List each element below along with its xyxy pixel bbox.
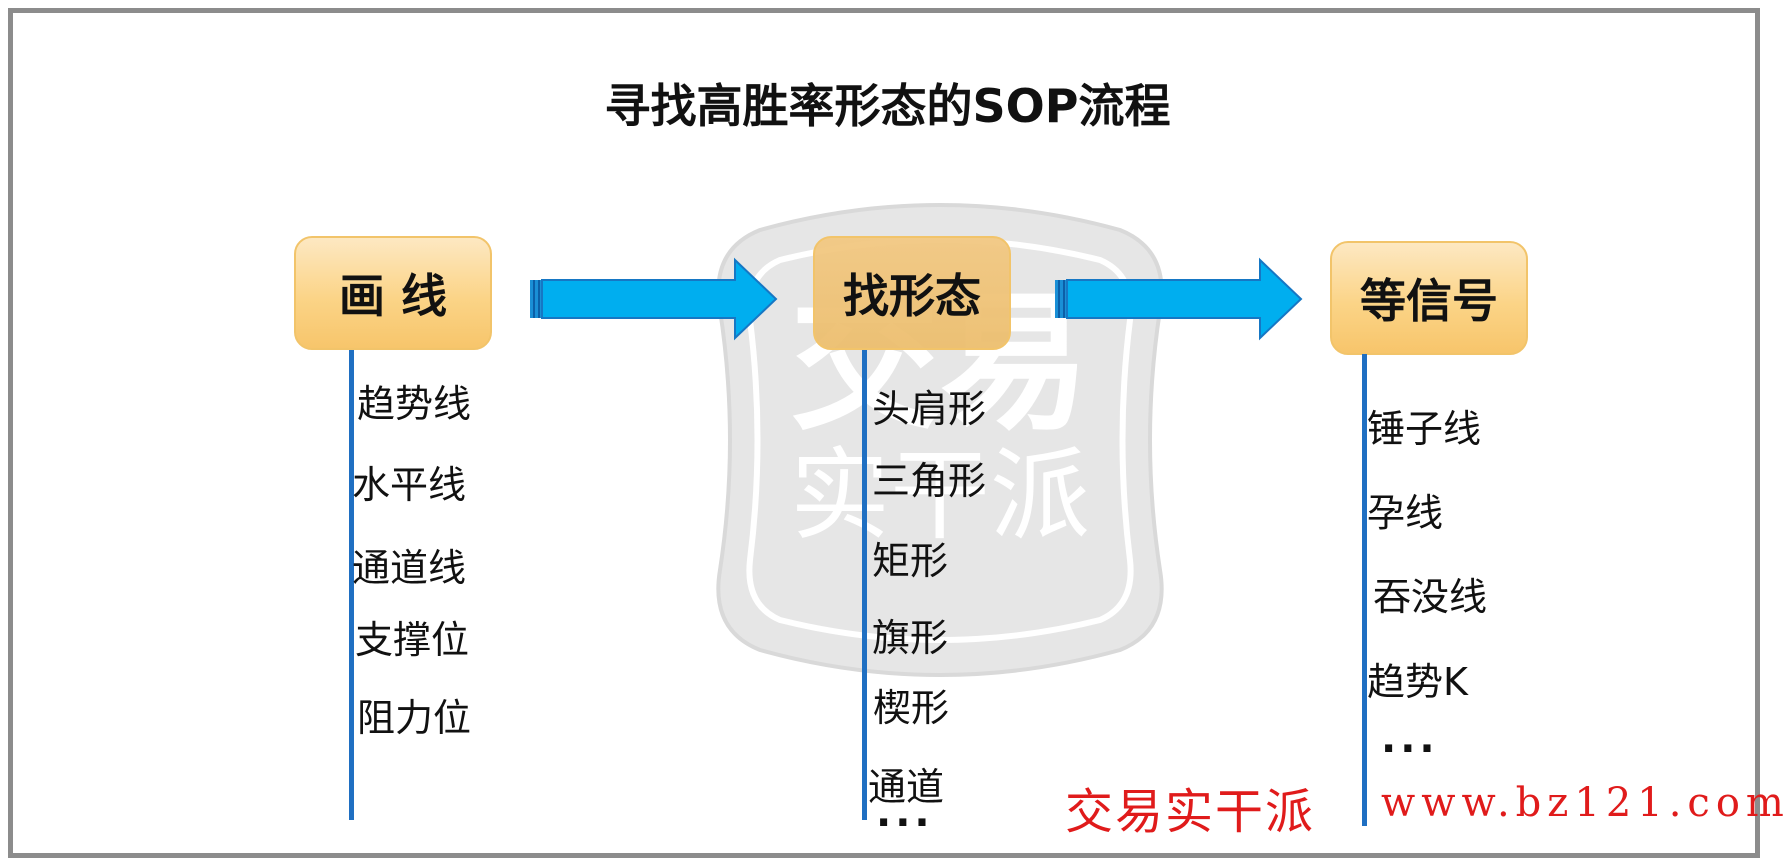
step-3-line <box>1362 354 1367 826</box>
brand-url: www.bz121.com <box>1381 780 1790 826</box>
step-1-line <box>349 350 354 820</box>
step-2-item: 楔形 <box>873 686 950 730</box>
step-box-wait-signal: 等信号 <box>1330 241 1528 355</box>
step-1-item: 趋势线 <box>357 382 472 426</box>
step-2-item: 三角形 <box>872 459 987 503</box>
step-2-ellipsis: ··· <box>876 800 934 846</box>
step-3-ellipsis: ··· <box>1381 726 1439 772</box>
step-2-line <box>862 350 867 820</box>
step-3-item: 孕线 <box>1367 491 1444 535</box>
arrow-right-icon <box>1055 257 1303 341</box>
step-1-item: 阻力位 <box>357 696 472 740</box>
arrow-right-icon <box>530 257 778 341</box>
step-2-item: 矩形 <box>872 539 949 583</box>
brand-name: 交易实干派 <box>1065 784 1316 840</box>
step-1-item: 通道线 <box>352 546 467 590</box>
step-1-item: 水平线 <box>352 463 467 507</box>
step-1-item: 支撑位 <box>355 618 470 662</box>
step-3-item: 锤子线 <box>1367 407 1482 451</box>
step-box-find-patterns: 找形态 <box>813 236 1011 350</box>
step-box-draw-lines: 画 线 <box>294 236 492 350</box>
step-3-item: 吞没线 <box>1373 575 1488 619</box>
watermark-line2: 实干派 <box>790 437 1090 554</box>
watermark-seal: 交易 实干派 <box>716 203 1164 677</box>
step-2-item: 通道 <box>868 765 945 809</box>
diagram-title: 寻找高胜率形态的SOP流程 <box>604 79 1171 133</box>
step-2-item: 头肩形 <box>872 387 987 431</box>
step-2-item: 旗形 <box>872 616 949 660</box>
step-3-item: 趋势K <box>1367 660 1468 704</box>
